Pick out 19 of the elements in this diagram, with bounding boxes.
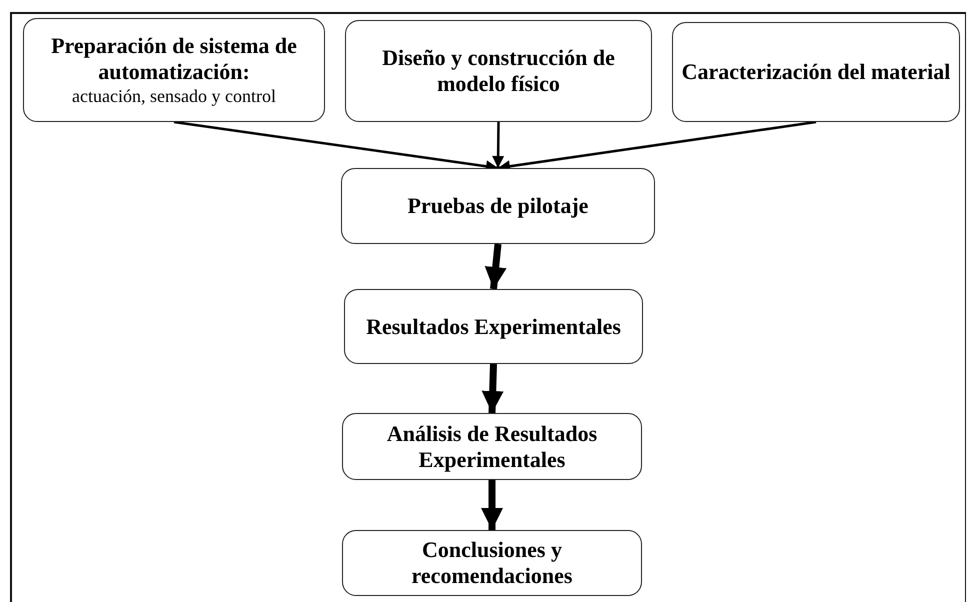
- box-title: Pruebas de pilotaje: [408, 193, 588, 219]
- arrow: [481, 480, 503, 530]
- process-box: [344, 289, 643, 364]
- box-title: Diseño y construcción de modelo físico: [381, 45, 616, 97]
- box-title: Resultados Experimentales: [366, 314, 621, 340]
- arrow: [484, 244, 507, 290]
- arrow: [492, 122, 504, 168]
- process-box: [342, 413, 642, 480]
- process-box: [672, 22, 960, 122]
- box-title: Análisis de Resultados Experimentales: [386, 420, 598, 472]
- box-title: Preparación de sistema de automatización:: [50, 33, 298, 85]
- process-box: [23, 18, 325, 122]
- arrow: [482, 364, 504, 414]
- process-box: [342, 530, 642, 596]
- process-box: [341, 168, 655, 244]
- box-title: Caracterización del material: [682, 59, 950, 85]
- box-subtitle: actuación, sensado y control: [72, 85, 276, 107]
- box-title: Conclusiones y recomendaciones: [410, 537, 574, 589]
- process-box: [345, 20, 652, 122]
